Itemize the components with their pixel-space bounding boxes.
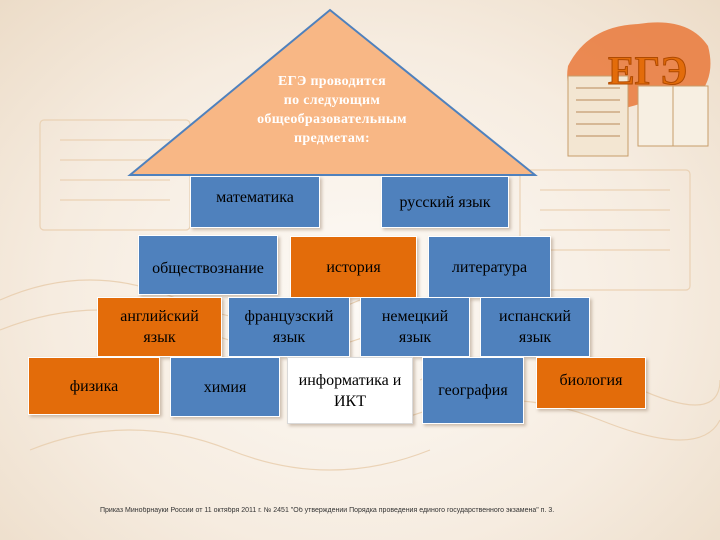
roof-line: предметам: — [294, 131, 370, 146]
subject-label: история — [326, 258, 381, 276]
subject-literature: литература — [428, 236, 551, 298]
subject-label: физика — [69, 377, 119, 395]
subject-social: обществознание — [138, 235, 278, 295]
roof-title: ЕГЭ проводится по следующим общеобразова… — [232, 72, 432, 148]
subject-french: французский язык — [228, 297, 350, 357]
subject-label: география — [438, 382, 508, 399]
subject-physics: физика — [28, 357, 160, 415]
footnote: Приказ Минобрнауки России от 11 октября … — [100, 507, 555, 514]
roof-line: ЕГЭ проводится — [278, 74, 386, 89]
roof-line: общеобразовательным — [257, 112, 407, 127]
subject-label: информатика и ИКТ — [298, 371, 402, 410]
subject-label: французский язык — [244, 308, 334, 346]
ege-logo: ЕГЭ — [567, 22, 711, 157]
subject-informatics: информатика и ИКТ — [287, 357, 413, 424]
subject-spanish: испанский язык — [480, 297, 590, 357]
svg-text:ЕГЭ: ЕГЭ — [608, 48, 687, 93]
subject-biology: биология — [536, 357, 646, 409]
roof-line: по следующим — [283, 93, 381, 108]
subject-math: математика — [190, 176, 320, 228]
subject-label: обществознание — [152, 260, 264, 277]
subject-english: английский язык — [97, 297, 222, 357]
subject-label: русский язык — [399, 193, 491, 211]
subject-label: немецкий язык — [381, 308, 449, 346]
subject-label: химия — [203, 378, 247, 396]
subject-label: литература — [451, 258, 528, 276]
subject-label: биология — [559, 372, 623, 389]
subject-german: немецкий язык — [360, 297, 470, 357]
subject-geography: география — [422, 357, 524, 424]
subject-russian: русский язык — [381, 176, 509, 228]
subject-label: испанский язык — [499, 308, 571, 346]
subject-history: история — [290, 236, 417, 298]
subject-chemistry: химия — [170, 357, 280, 417]
subject-label: математика — [216, 189, 294, 206]
subject-label: английский язык — [120, 308, 199, 346]
